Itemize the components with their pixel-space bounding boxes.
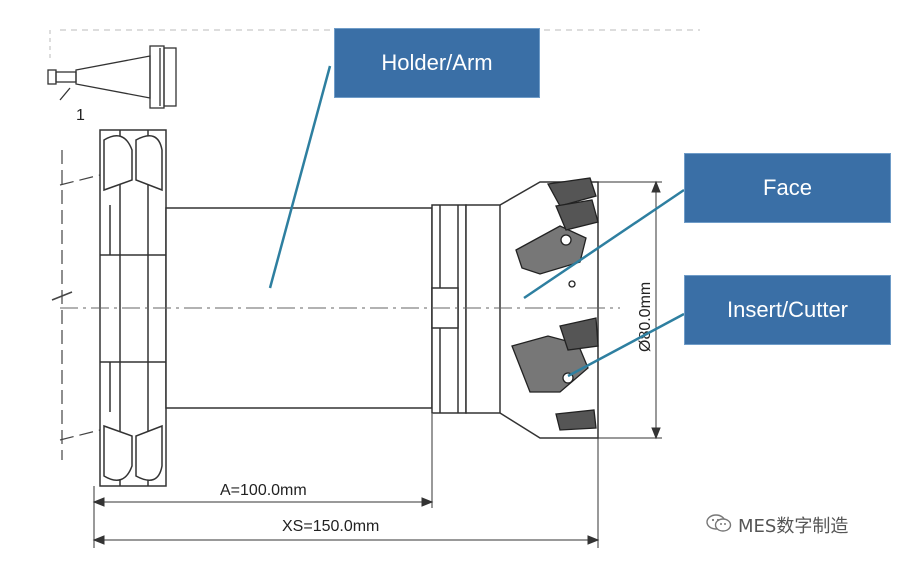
- wechat-icon: [706, 513, 732, 538]
- face-leader: [523, 188, 685, 300]
- a-dimension-label: A=100.0mm: [220, 482, 307, 499]
- break-mark: [51, 291, 73, 301]
- insert-cutter-label: Insert/Cutter: [684, 275, 891, 345]
- watermark: MES数字制造: [706, 512, 848, 538]
- holder-arm-label: Holder/Arm: [334, 28, 540, 98]
- cutter-inserts: [511, 177, 599, 431]
- watermark-text: MES数字制造: [738, 516, 849, 537]
- xs-dimension: [92, 438, 600, 548]
- xs-dimension-label: XS=150.0mm: [282, 518, 379, 535]
- holder-arm-body: [165, 204, 467, 414]
- taper-shank-detail: [47, 45, 177, 109]
- insert-leader: [567, 312, 685, 378]
- leader-lines: [268, 65, 685, 378]
- holder-leader: [268, 65, 332, 289]
- detail-marker: 1: [76, 107, 85, 124]
- diameter-label: Ø80.0mm: [637, 282, 654, 352]
- a-dimension: [92, 414, 434, 548]
- diameter-dimension: [598, 180, 662, 440]
- face-label: Face: [684, 153, 891, 223]
- spindle-outline: [59, 150, 101, 460]
